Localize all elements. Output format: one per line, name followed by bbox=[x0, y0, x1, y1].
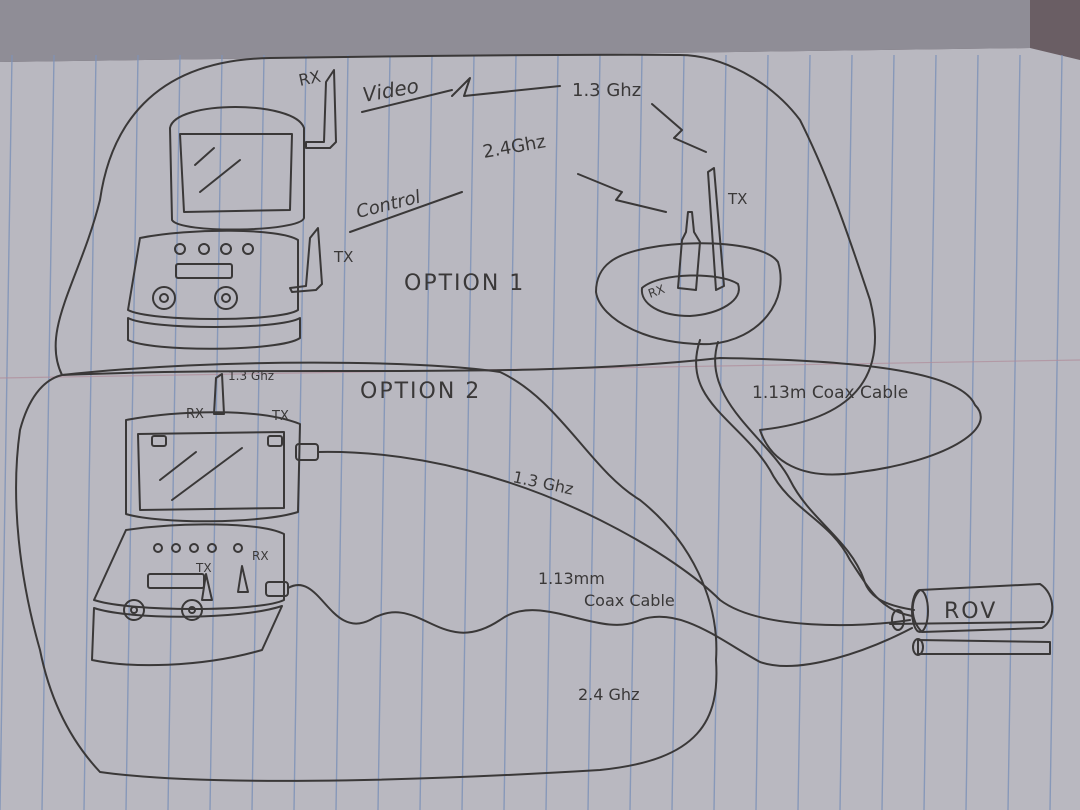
option2-remote bbox=[91, 523, 289, 667]
option1-title: OPTION 1 bbox=[404, 271, 525, 296]
option1-video-link bbox=[451, 77, 561, 97]
option2-goggles bbox=[125, 373, 319, 523]
option1-control-underline bbox=[349, 191, 463, 233]
ruled-line bbox=[167, 54, 181, 810]
option1-goggles-rx-label: RX bbox=[297, 67, 323, 90]
option1-video-underline bbox=[361, 89, 453, 113]
option2-remote-rx-label: RX bbox=[252, 549, 269, 563]
option1-buoy-tx-label: TX bbox=[727, 190, 747, 208]
ruled-line bbox=[839, 54, 853, 810]
option1-tether-label: 1.13m Coax Cable bbox=[752, 383, 908, 403]
option2-video-cable bbox=[317, 450, 911, 627]
rov-label: ROV bbox=[944, 599, 997, 624]
ruled-line bbox=[545, 54, 559, 810]
ruled-line bbox=[41, 54, 55, 810]
option1-tether bbox=[695, 339, 913, 617]
option2-control-line-freq: 2.4 Ghz bbox=[578, 685, 639, 704]
ruled-line bbox=[797, 54, 811, 810]
ruled-line bbox=[125, 54, 139, 810]
option1-tether-second bbox=[714, 341, 915, 611]
option2-goggles-rx-label: RX bbox=[186, 407, 204, 422]
option2-control-cable bbox=[287, 584, 913, 667]
option2-cable-label-line1: 1.13mm bbox=[538, 569, 605, 588]
option1-goggles bbox=[169, 69, 337, 231]
option2-cable-label-line2: Coax Cable bbox=[584, 591, 675, 610]
ruled-line bbox=[503, 54, 517, 810]
spiral-edge bbox=[0, 0, 1030, 62]
ruled-line bbox=[377, 54, 391, 810]
ruled-line bbox=[923, 54, 937, 810]
option1-buoy-rx-label: RX bbox=[646, 282, 666, 301]
option2-remote-tx-label: TX bbox=[195, 561, 212, 575]
ruled-line bbox=[629, 54, 643, 810]
ruled-line bbox=[671, 54, 685, 810]
option2-boundary bbox=[15, 361, 718, 782]
ruled-line bbox=[1007, 54, 1021, 810]
ruled-line bbox=[0, 54, 13, 810]
option2-cable-label: 1.13mm Coax Cable bbox=[538, 569, 675, 610]
option2-antenna-freq: 1.3 Ghz bbox=[228, 369, 274, 383]
ruled-line bbox=[461, 54, 475, 810]
notebook-page bbox=[0, 48, 1080, 810]
option2-goggles-tx-label: TX bbox=[271, 409, 289, 424]
option2-title: OPTION 2 bbox=[360, 379, 481, 404]
ruled-line bbox=[419, 54, 433, 810]
ruled-lines bbox=[0, 54, 1063, 810]
option1-remote-tx-label: TX bbox=[333, 248, 353, 266]
rov-body bbox=[889, 583, 1054, 656]
ruled-line bbox=[1049, 54, 1063, 810]
ruled-line bbox=[755, 54, 769, 810]
ruled-line bbox=[587, 54, 601, 810]
option1-remote bbox=[127, 227, 323, 350]
option1-video-link-down bbox=[651, 103, 707, 153]
ruled-line bbox=[335, 54, 349, 810]
option1-buoy bbox=[595, 167, 782, 346]
option1-control-link bbox=[577, 173, 667, 213]
ruled-line bbox=[83, 54, 97, 810]
ruled-line bbox=[881, 54, 895, 810]
option1-boundary bbox=[54, 53, 982, 476]
option1-video-freq: 1.3 Ghz bbox=[572, 80, 641, 101]
